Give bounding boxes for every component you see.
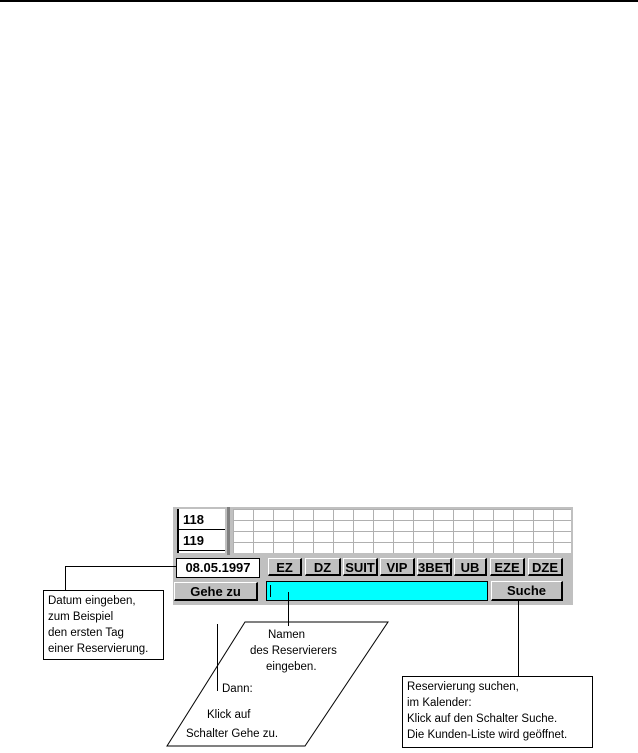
callout-name-text: eingeben. — [266, 661, 317, 673]
callout-then-text: Dann: — [222, 683, 253, 695]
callout-name-shape — [166, 621, 389, 747]
calendar-grid[interactable] — [233, 509, 571, 553]
category-button-ub[interactable]: UB — [454, 558, 487, 576]
callout-text: einer Reservierung. — [48, 643, 149, 655]
callout-text: im Kalender: — [407, 697, 472, 709]
callout-then-text: Klick auf — [207, 709, 251, 721]
callout-text: Reservierung suchen, — [407, 681, 519, 693]
category-button-eze[interactable]: EZE — [490, 558, 525, 576]
callout-search: Reservierung suchen, im Kalender: Klick … — [402, 676, 593, 748]
callout-date: Datum eingeben, zum Beispiel den ersten … — [43, 590, 164, 660]
calendar-splitter[interactable] — [227, 507, 230, 555]
category-button-ez[interactable]: EZ — [268, 558, 302, 576]
room-list: 118 119 — [177, 509, 225, 553]
room-item[interactable]: 119 — [179, 530, 225, 551]
callout-leader — [217, 624, 218, 691]
goto-button[interactable]: Gehe zu — [174, 582, 258, 601]
search-input[interactable] — [266, 581, 488, 601]
date-field[interactable]: 08.05.1997 — [176, 558, 260, 578]
callout-text: zum Beispiel — [48, 611, 114, 623]
callout-leader — [65, 566, 176, 567]
text-caret — [270, 585, 271, 597]
calendar-panel: 118 119 — [173, 507, 573, 555]
callout-leader — [518, 600, 519, 676]
callout-leader — [65, 566, 66, 591]
category-button-dz[interactable]: DZ — [305, 558, 341, 576]
top-rule — [0, 0, 638, 2]
callout-leader — [288, 592, 289, 626]
room-item[interactable]: 118 — [179, 509, 225, 530]
category-button-dze[interactable]: DZE — [528, 558, 563, 576]
callout-name-text: des Reservierers — [250, 645, 337, 657]
callout-text: Die Kunden-Liste wird geöffnet. — [407, 729, 568, 741]
category-button-3bet[interactable]: 3BET — [417, 558, 452, 576]
callout-then-text: Schalter Gehe zu. — [186, 728, 279, 740]
category-button-vip[interactable]: VIP — [380, 558, 415, 576]
search-button[interactable]: Suche — [491, 581, 563, 601]
callout-text: Datum eingeben, — [48, 595, 136, 607]
callout-name-text: Namen — [268, 629, 306, 641]
callout-text: Klick auf den Schalter Suche. — [407, 713, 558, 725]
callout-text: den ersten Tag — [48, 627, 124, 639]
category-button-suit[interactable]: SUIT — [343, 558, 378, 576]
